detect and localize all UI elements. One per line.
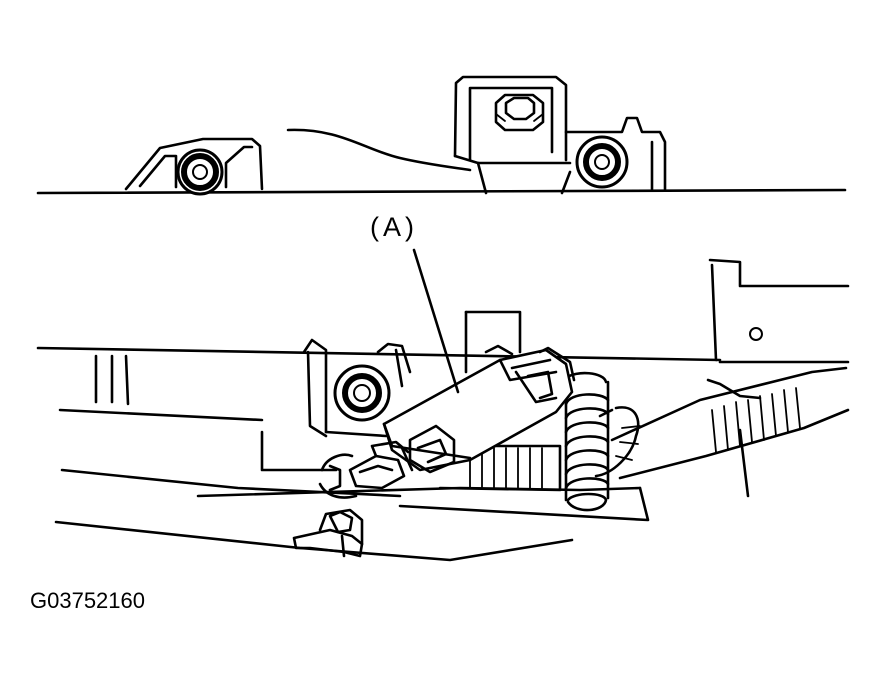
upper-detail-view xyxy=(36,75,847,196)
frame-line xyxy=(36,346,722,362)
right-bracket xyxy=(564,116,667,191)
figure-code: G03752160 xyxy=(30,588,145,613)
callout-leader-line xyxy=(412,248,460,394)
lower-detail-view xyxy=(36,248,850,562)
right-bolt-icon xyxy=(575,135,629,189)
harness-clip xyxy=(292,508,364,558)
mount-bolt-icon xyxy=(333,364,391,422)
sensor-mount-bracket xyxy=(302,310,522,438)
wiring-harness xyxy=(610,366,850,498)
corrugated-tube xyxy=(438,406,641,492)
upper-base-line xyxy=(36,188,847,195)
upper-contour-line xyxy=(286,128,472,172)
left-bolt-icon xyxy=(176,148,224,196)
central-bracket xyxy=(453,75,572,195)
sensor-component xyxy=(382,344,576,474)
callout-label-a: (A) xyxy=(370,212,418,242)
left-bracket xyxy=(124,137,264,191)
right-mounting-plate xyxy=(708,258,850,364)
top-nut-icon xyxy=(494,93,545,132)
connector-plug xyxy=(318,440,410,499)
